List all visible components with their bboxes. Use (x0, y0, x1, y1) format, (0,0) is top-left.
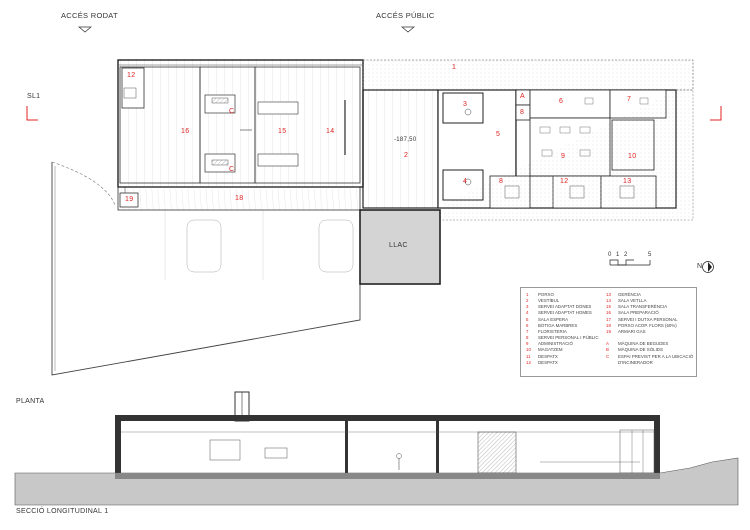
scale-label-0: 0 (608, 252, 612, 258)
room-letter-C1: C (229, 108, 235, 115)
room-number-18: 18 (235, 195, 244, 202)
access-public-label: ACCÉS PÚBLIC (376, 11, 435, 20)
porch-18 (117, 186, 361, 211)
north-arrow (702, 261, 714, 273)
room-number-12b: 12 (560, 178, 569, 185)
parking-bay-1 (186, 219, 222, 273)
room-number-10: 10 (628, 153, 637, 160)
room-number-3: 3 (463, 101, 468, 108)
porch-1 (362, 59, 694, 91)
section-marker-left (26, 106, 38, 121)
room-number-14: 14 (326, 128, 335, 135)
pond-llac (359, 209, 441, 285)
gate-arc (51, 161, 116, 206)
north-label: N (697, 263, 703, 270)
scale-bar (609, 259, 651, 266)
room-19 (119, 192, 139, 208)
scale-label-2: 2 (624, 252, 628, 258)
room-number-12a: 12 (127, 72, 136, 79)
room-number-5: 5 (496, 131, 501, 138)
room-letter-A: A (520, 93, 525, 100)
vestibule-2 (362, 89, 439, 209)
scale-label-1: 1 (616, 252, 620, 258)
room-number-15: 15 (278, 128, 287, 135)
room-number-8b: 8 (499, 178, 504, 185)
longitudinal-section (115, 391, 660, 474)
west-block (117, 59, 364, 188)
level-mark: -187,50 (394, 137, 417, 143)
room-number-19: 19 (125, 196, 134, 203)
room-4 (442, 169, 484, 201)
legend-row: D'INCINERADOR (618, 359, 653, 365)
section-marker-label: SL1 (27, 93, 41, 100)
room-number-9: 9 (561, 153, 566, 160)
access-arrow-rodat (78, 26, 92, 33)
access-vehicle-label: ACCÉS RODAT (61, 11, 118, 20)
room-number-16: 16 (181, 128, 190, 135)
access-arrow-public (401, 26, 415, 33)
room-number-13: 13 (623, 178, 632, 185)
room-3 (442, 92, 484, 124)
room-number-1: 1 (452, 64, 457, 71)
parking-bay-2 (318, 219, 354, 273)
room-letter-C2: C (229, 166, 235, 173)
pond-label: LLAC (389, 242, 408, 249)
room-number-7: 7 (627, 96, 632, 103)
plan-label: PLANTA (16, 398, 45, 405)
room-14 (254, 66, 361, 184)
terrain (14, 457, 739, 506)
room-number-4: 4 (463, 178, 468, 185)
room-number-6: 6 (559, 98, 564, 105)
section-marker-right (710, 106, 722, 121)
room-6 (529, 89, 611, 119)
section-label: SECCIÓ LONGITUDINAL 1 (16, 508, 109, 515)
room-number-2: 2 (404, 152, 409, 159)
room-number-8a: 8 (520, 109, 525, 116)
scale-label-5: 5 (648, 252, 652, 258)
